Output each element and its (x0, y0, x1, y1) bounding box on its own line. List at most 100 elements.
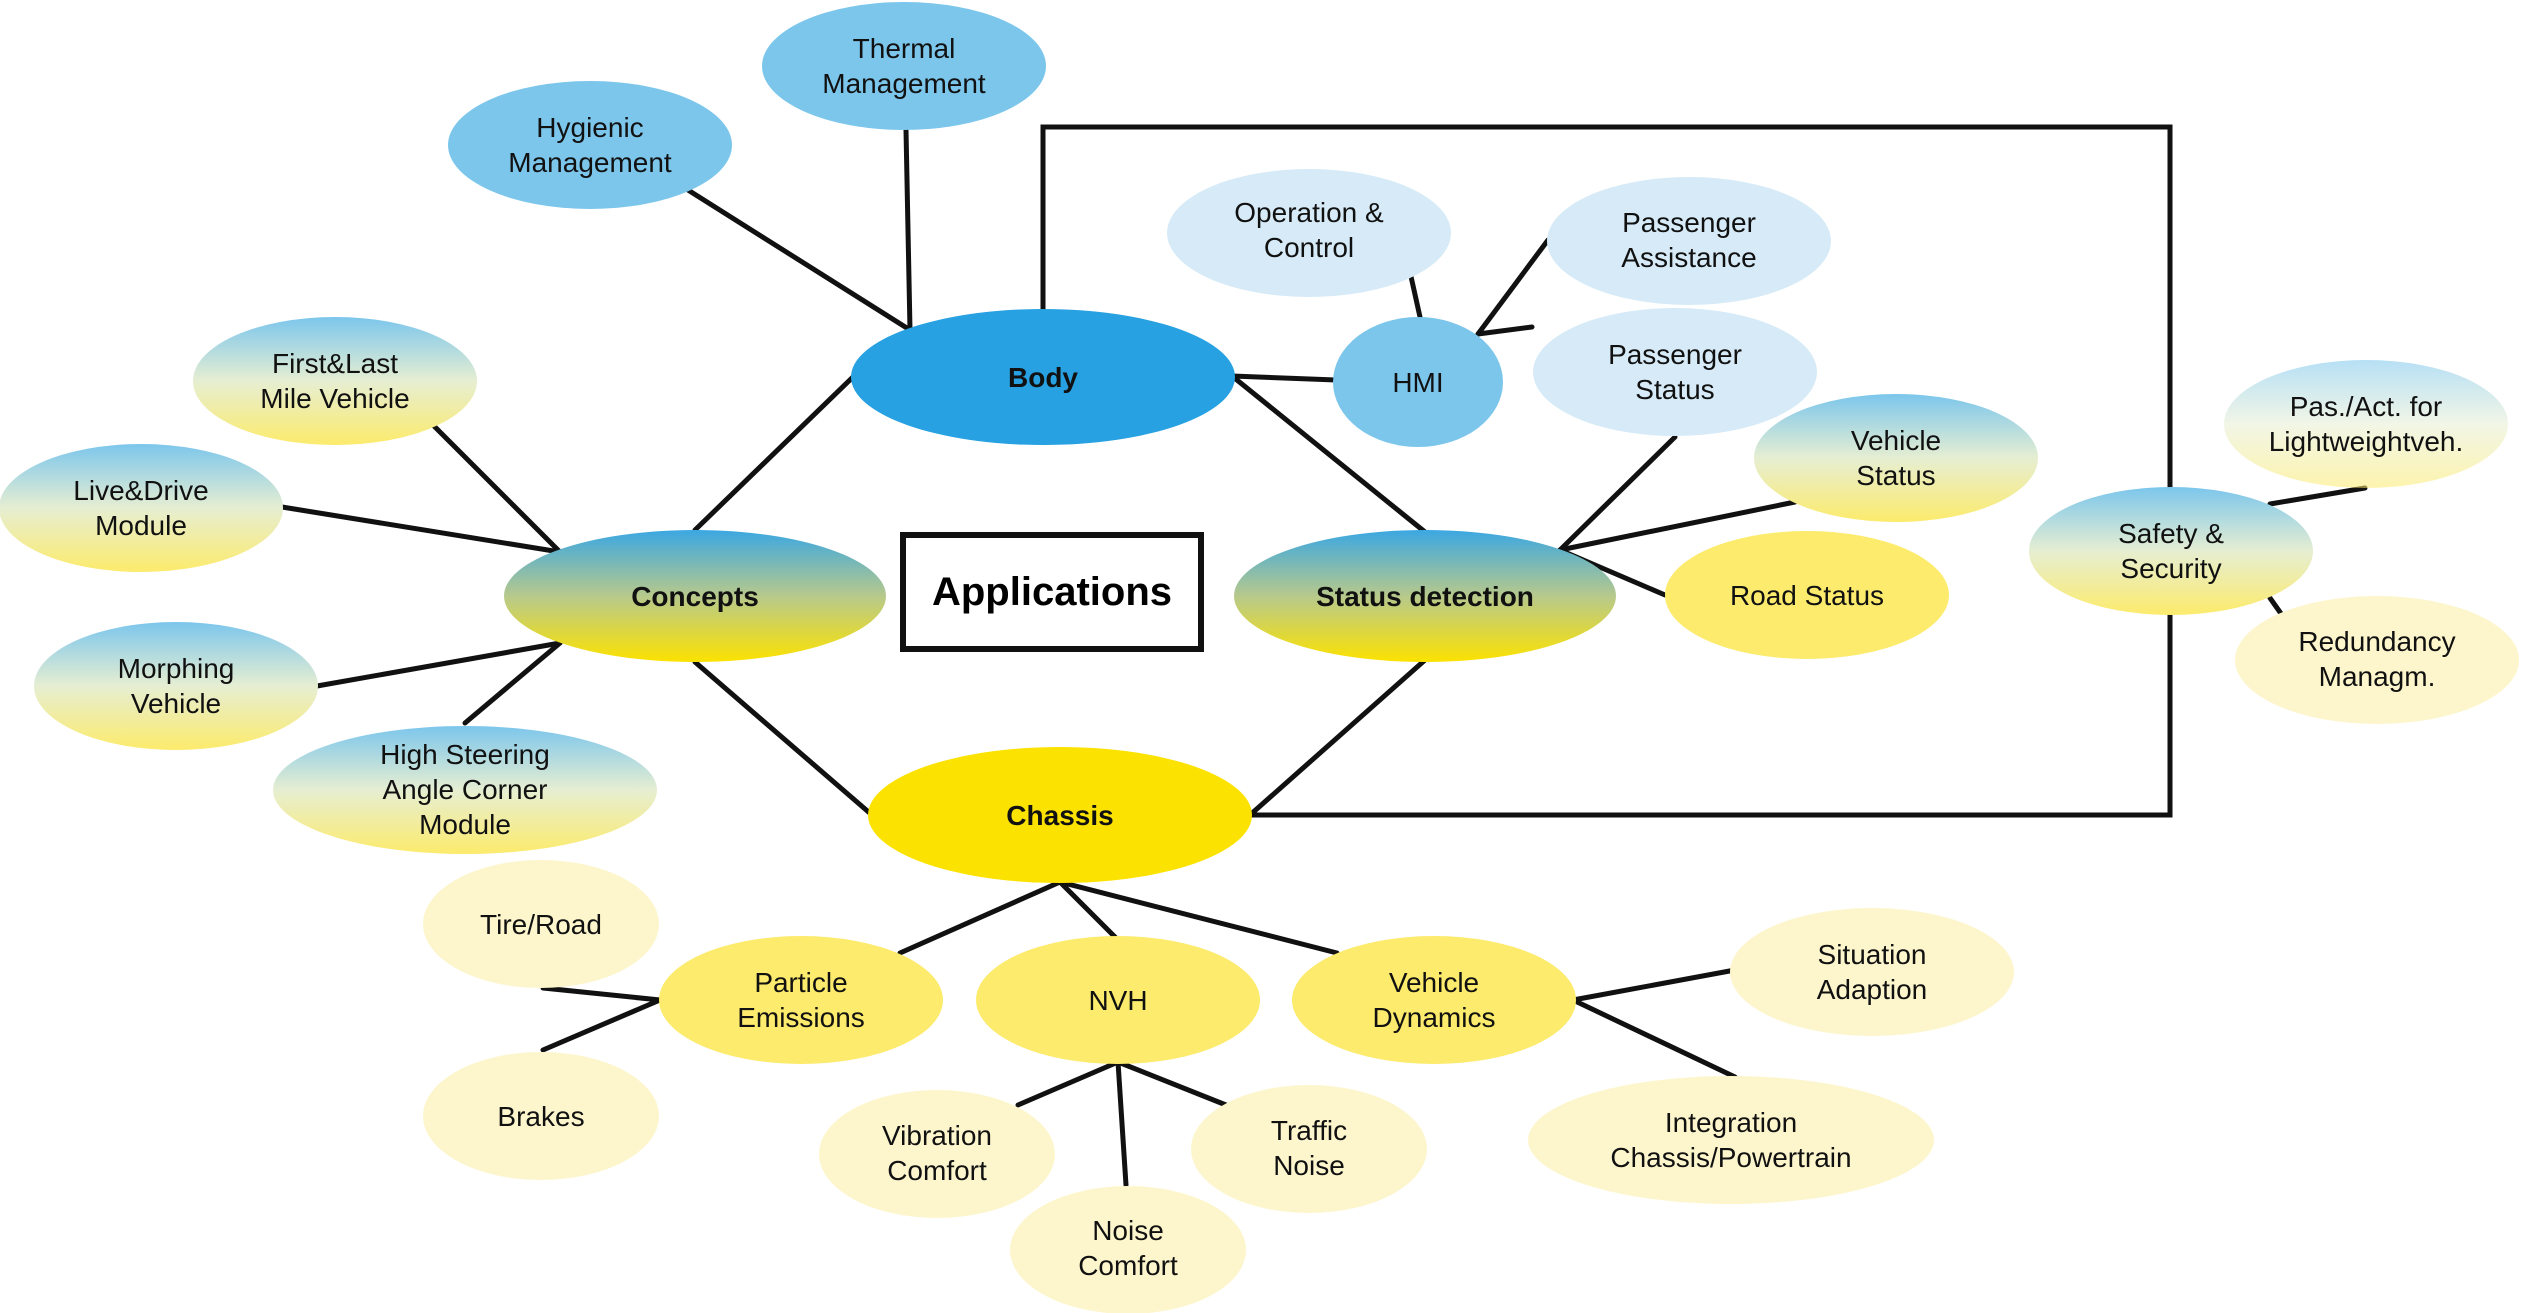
node-live-drive-line2: Module (95, 510, 187, 541)
edge-status-pstatus (1557, 434, 1678, 553)
node-chassis: Chassis (868, 747, 1252, 883)
node-vibration-line1: Vibration (882, 1120, 992, 1151)
edge-body-hygienic (685, 187, 913, 333)
edge-dynamics-situation (1570, 967, 1738, 1003)
node-operation-control: Operation & Control (1167, 169, 1451, 297)
node-particle-line1: Particle (754, 967, 847, 998)
node-traffic-noise: Traffic Noise (1191, 1085, 1427, 1213)
edge-body-concepts (692, 372, 858, 533)
edge-safety-redundancy (2267, 595, 2285, 618)
node-vehicle-status: Vehicle Status (1754, 394, 2038, 522)
node-road-status-label: Road Status (1730, 580, 1884, 611)
edge-nvh-noise (1115, 1059, 1129, 1188)
node-brakes: Brakes (423, 1052, 659, 1180)
node-vibration-line2: Comfort (887, 1155, 987, 1186)
node-live-drive-line1: Live&Drive (73, 475, 208, 506)
node-first-last-line2: Mile Vehicle (260, 383, 409, 414)
node-situation-line2: Adaption (1817, 974, 1928, 1005)
node-first-last-mile: First&Last Mile Vehicle (193, 317, 477, 445)
node-tire-road-label: Tire/Road (480, 909, 602, 940)
node-thermal-line1: Thermal (853, 33, 956, 64)
edge-hmi-operation (1407, 269, 1423, 320)
edge-body-thermal (903, 127, 913, 333)
node-safety-security: Safety & Security (2029, 487, 2313, 615)
node-hygienic-management: Hygienic Management (448, 81, 732, 209)
node-status-detection-label: Status detection (1316, 581, 1534, 612)
edge-concepts-highsteering (462, 640, 563, 726)
edge-hmi-assistance (1475, 237, 1551, 337)
edge-nvh-vibration (1015, 1059, 1121, 1108)
node-thermal-line2: Management (822, 68, 986, 99)
edge-concepts-morphing (314, 640, 563, 689)
node-particle-line2: Emissions (737, 1002, 865, 1033)
node-nvh: NVH (976, 936, 1260, 1064)
node-passenger-assistance: Passenger Assistance (1547, 177, 1831, 305)
node-thermal-management: Thermal Management (762, 2, 1046, 130)
node-concepts-label: Concepts (631, 581, 759, 612)
node-concepts: Concepts (504, 530, 886, 662)
node-first-last-line1: First&Last (272, 348, 398, 379)
node-pas-act-line2: Lightweightveh. (2269, 426, 2464, 457)
edge-body-hmi (1229, 373, 1339, 383)
edge-chassis-nvh (1057, 879, 1121, 943)
node-hygienic-line1: Hygienic (536, 112, 643, 143)
applications-title-box: Applications (900, 532, 1204, 652)
node-hygienic-line2: Management (508, 147, 672, 178)
node-dynamics-line2: Dynamics (1373, 1002, 1496, 1033)
node-particle-emissions: Particle Emissions (659, 936, 943, 1064)
node-body-label: Body (1008, 362, 1078, 393)
edge-chassis-dynamics (1057, 879, 1340, 956)
node-high-steering-line2: Angle Corner (383, 774, 548, 805)
edge-status-vstatus (1557, 499, 1798, 553)
node-road-status: Road Status (1665, 531, 1949, 659)
node-morphing-line1: Morphing (118, 653, 235, 684)
node-passenger-status: Passenger Status (1533, 308, 1817, 436)
node-vehicle-dynamics: Vehicle Dynamics (1292, 936, 1576, 1064)
node-traffic-line2: Noise (1273, 1150, 1345, 1181)
node-status-detection: Status detection (1234, 530, 1616, 662)
edge-body-status (1229, 373, 1428, 535)
edge-hmi-pstatus (1475, 324, 1535, 337)
node-passenger-assistance-line1: Passenger (1622, 207, 1756, 238)
node-redundancy-line1: Redundancy (2298, 626, 2455, 657)
node-situation-line1: Situation (1818, 939, 1927, 970)
node-morphing-vehicle: Morphing Vehicle (34, 622, 318, 750)
node-nvh-label: NVH (1088, 985, 1147, 1016)
node-tire-road: Tire/Road (423, 860, 659, 988)
node-vehicle-status-line1: Vehicle (1851, 425, 1941, 456)
frame-connector (1040, 124, 2173, 818)
node-passenger-assistance-line2: Assistance (1621, 242, 1756, 273)
node-safety-line2: Security (2120, 553, 2221, 584)
node-safety-line1: Safety & (2118, 518, 2224, 549)
edge-nvh-traffic (1115, 1059, 1229, 1108)
node-situation-adaption: Situation Adaption (1730, 908, 2014, 1036)
node-high-steering-line3: Module (419, 809, 511, 840)
node-live-drive: Live&Drive Module (0, 444, 283, 572)
node-hmi: HMI (1333, 317, 1503, 447)
edge-safety-pasact (2267, 485, 2368, 507)
edge-particle-brakes (540, 997, 663, 1053)
edge-dynamics-integration (1570, 997, 1738, 1080)
node-redundancy: Redundancy Managm. (2235, 596, 2519, 724)
edge-concepts-livedrive (279, 504, 563, 555)
edge-concepts-firstlast (430, 422, 563, 555)
node-hmi-label: HMI (1392, 367, 1443, 398)
node-high-steering: High Steering Angle Corner Module (273, 726, 657, 854)
node-brakes-label: Brakes (497, 1101, 584, 1132)
node-integration-line1: Integration (1665, 1107, 1797, 1138)
node-high-steering-line1: High Steering (380, 739, 550, 770)
node-body: Body (851, 309, 1235, 445)
node-dynamics-line1: Vehicle (1389, 967, 1479, 998)
node-morphing-line2: Vehicle (131, 688, 221, 719)
node-vehicle-status-line2: Status (1856, 460, 1935, 491)
node-noise-comfort: Noise Comfort (1010, 1186, 1246, 1313)
node-redundancy-line2: Managm. (2319, 661, 2436, 692)
edge-concepts-chassis (692, 659, 875, 818)
node-operation-line1: Operation & (1234, 197, 1384, 228)
node-noise-line2: Comfort (1078, 1250, 1178, 1281)
node-passenger-status-line1: Passenger (1608, 339, 1742, 370)
node-noise-line1: Noise (1092, 1215, 1164, 1246)
edge-particle-tire (540, 985, 663, 1003)
node-integration-line2: Chassis/Powertrain (1610, 1142, 1851, 1173)
